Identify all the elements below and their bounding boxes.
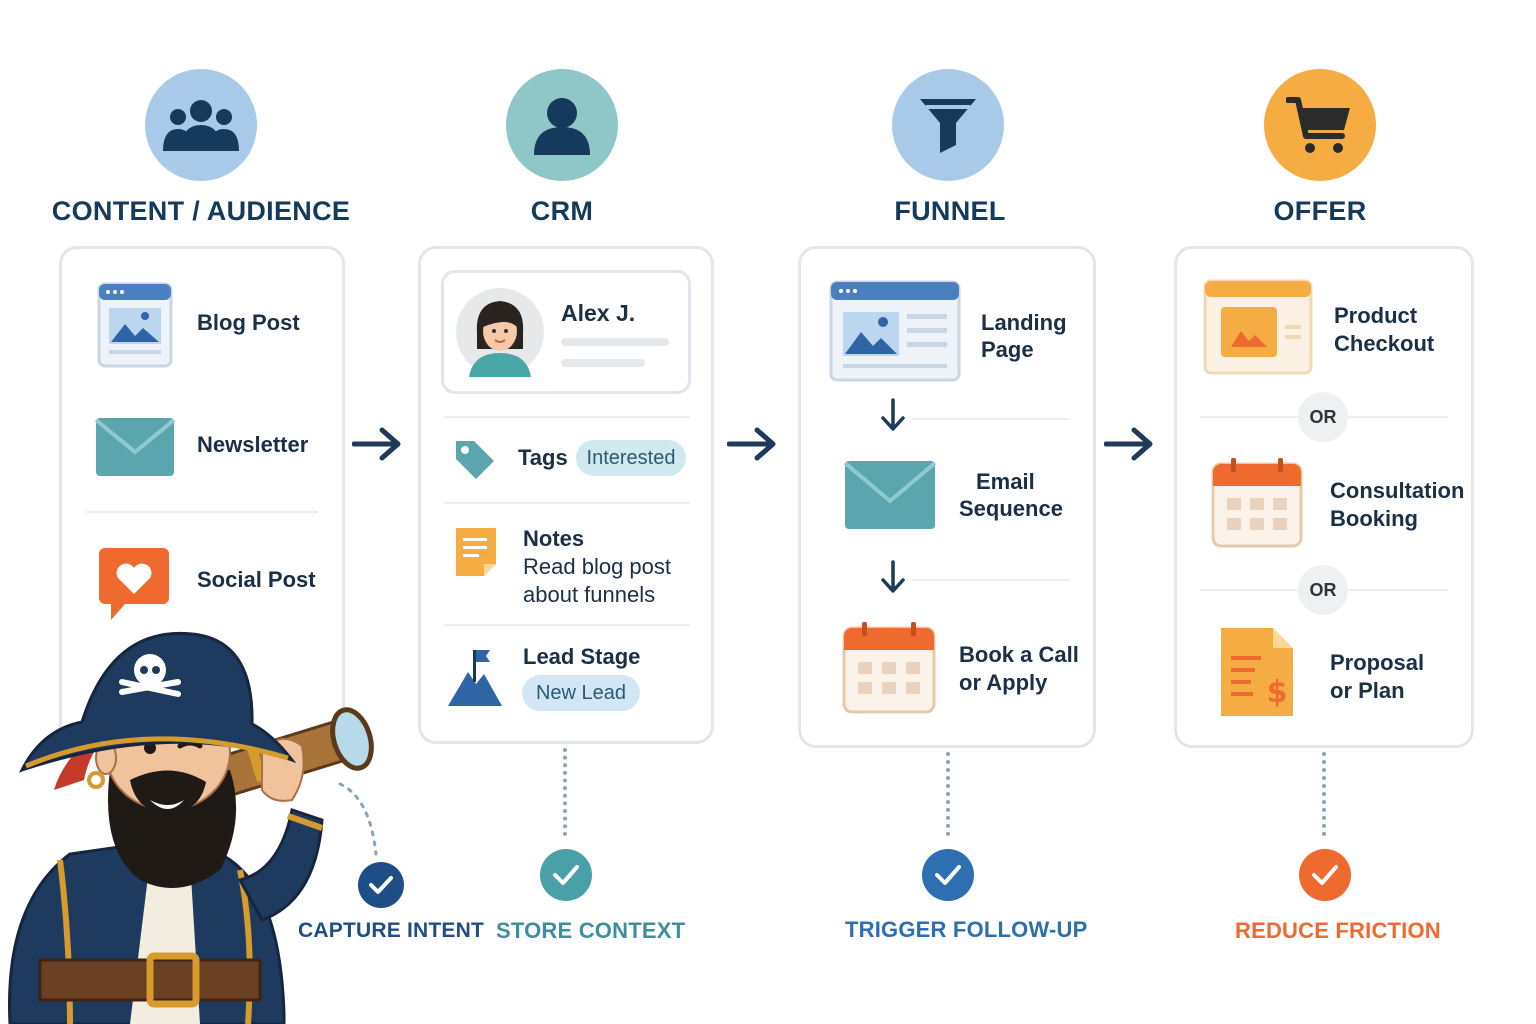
tag-interested: Interested [576, 440, 686, 476]
lead-stage-label: Lead Stage [523, 644, 641, 669]
crm-divider [444, 624, 690, 626]
notes-label: Notes [523, 526, 585, 551]
offer-stage-icon [1264, 69, 1376, 181]
arrow-down-icon [881, 560, 905, 593]
envelope-icon [844, 461, 936, 529]
product-checkout-label-line1: Product [1334, 303, 1418, 328]
dotted-connector [563, 748, 567, 836]
funnel-divider [912, 418, 1070, 420]
user-icon [534, 98, 590, 155]
avatar [456, 288, 544, 377]
cart-icon [1286, 97, 1350, 153]
proposal-label-line2: or Plan [1330, 678, 1405, 703]
or-badge: OR [1298, 565, 1348, 615]
crm-divider [444, 416, 690, 418]
arrow-down-icon [881, 398, 905, 431]
newsletter-label: Newsletter [197, 432, 309, 457]
social-post-label: Social Post [197, 567, 316, 592]
product-checkout-label-line2: Checkout [1334, 331, 1435, 356]
contact-placeholder-line [561, 359, 645, 367]
crm-divider [444, 502, 690, 504]
crm-stage-icon [506, 69, 618, 181]
notes-text-line2: about funnels [523, 582, 656, 607]
stage-title-crm: CRM [530, 196, 594, 226]
stage-title-funnel: FUNNEL [894, 196, 1006, 226]
content-card-divider [86, 511, 318, 513]
dotted-connector [1322, 752, 1326, 836]
consultation-label-line1: Consultation [1330, 478, 1465, 503]
arrow-right-icon [352, 427, 401, 461]
consultation-label-line2: Booking [1330, 506, 1418, 531]
product-checkout-icon [1203, 279, 1313, 375]
tags-label: Tags [518, 445, 568, 470]
envelope-icon [95, 418, 175, 476]
heart-chat-icon [99, 548, 169, 620]
notes-text-line1: Read blog post [523, 554, 671, 579]
calendar-icon [842, 622, 936, 714]
funnel-divider [912, 579, 1070, 581]
landing-page-label-line1: Landing [981, 310, 1067, 335]
dotted-connector-curve [338, 782, 378, 856]
outcome-store-context: STORE CONTEXT [496, 918, 686, 943]
svg-text:$: $ [1267, 675, 1288, 710]
stage-title-content: CONTENT / AUDIENCE [51, 196, 351, 226]
check-icon [1299, 849, 1351, 901]
book-call-label-line1: Book a Call [959, 642, 1079, 667]
outcome-capture-intent: CAPTURE INTENT [298, 919, 484, 942]
proposal-label-line1: Proposal [1330, 650, 1425, 675]
contact-name: Alex J. [561, 300, 636, 326]
outcome-trigger-follow-up: TRIGGER FOLLOW-UP [845, 917, 1088, 942]
book-call-label-line2: or Apply [959, 670, 1048, 695]
arrow-right-icon [727, 427, 776, 461]
funnel-stage-icon [892, 69, 1004, 181]
arrow-right-icon [1104, 427, 1153, 461]
email-sequence-label-line2: Sequence [959, 496, 1063, 521]
people-icon [163, 100, 239, 151]
dotted-connector [946, 752, 950, 836]
calendar-icon [1211, 458, 1303, 548]
contact-placeholder-line [561, 338, 669, 346]
check-icon [540, 849, 592, 901]
notes-icon [456, 528, 496, 576]
content-stage-icon [145, 69, 257, 181]
lead-stage-badge: New Lead [522, 675, 640, 711]
funnel-icon [920, 99, 976, 153]
proposal-document-icon: $ [1221, 628, 1293, 716]
email-sequence-label-line1: Email [976, 469, 1035, 494]
check-icon [358, 862, 404, 908]
pirate-mascot-illustration [8, 631, 374, 1024]
blog-post-label: Blog Post [197, 310, 300, 335]
tag-icon [456, 441, 494, 479]
landing-page-icon [829, 280, 961, 382]
outcome-reduce-friction: REDUCE FRICTION [1235, 918, 1441, 943]
stage-title-offer: OFFER [1273, 196, 1367, 226]
blog-post-icon [97, 282, 173, 368]
mountain-flag-icon [448, 650, 502, 706]
check-icon [922, 849, 974, 901]
or-badge: OR [1298, 392, 1348, 442]
landing-page-label-line2: Page [981, 337, 1034, 362]
